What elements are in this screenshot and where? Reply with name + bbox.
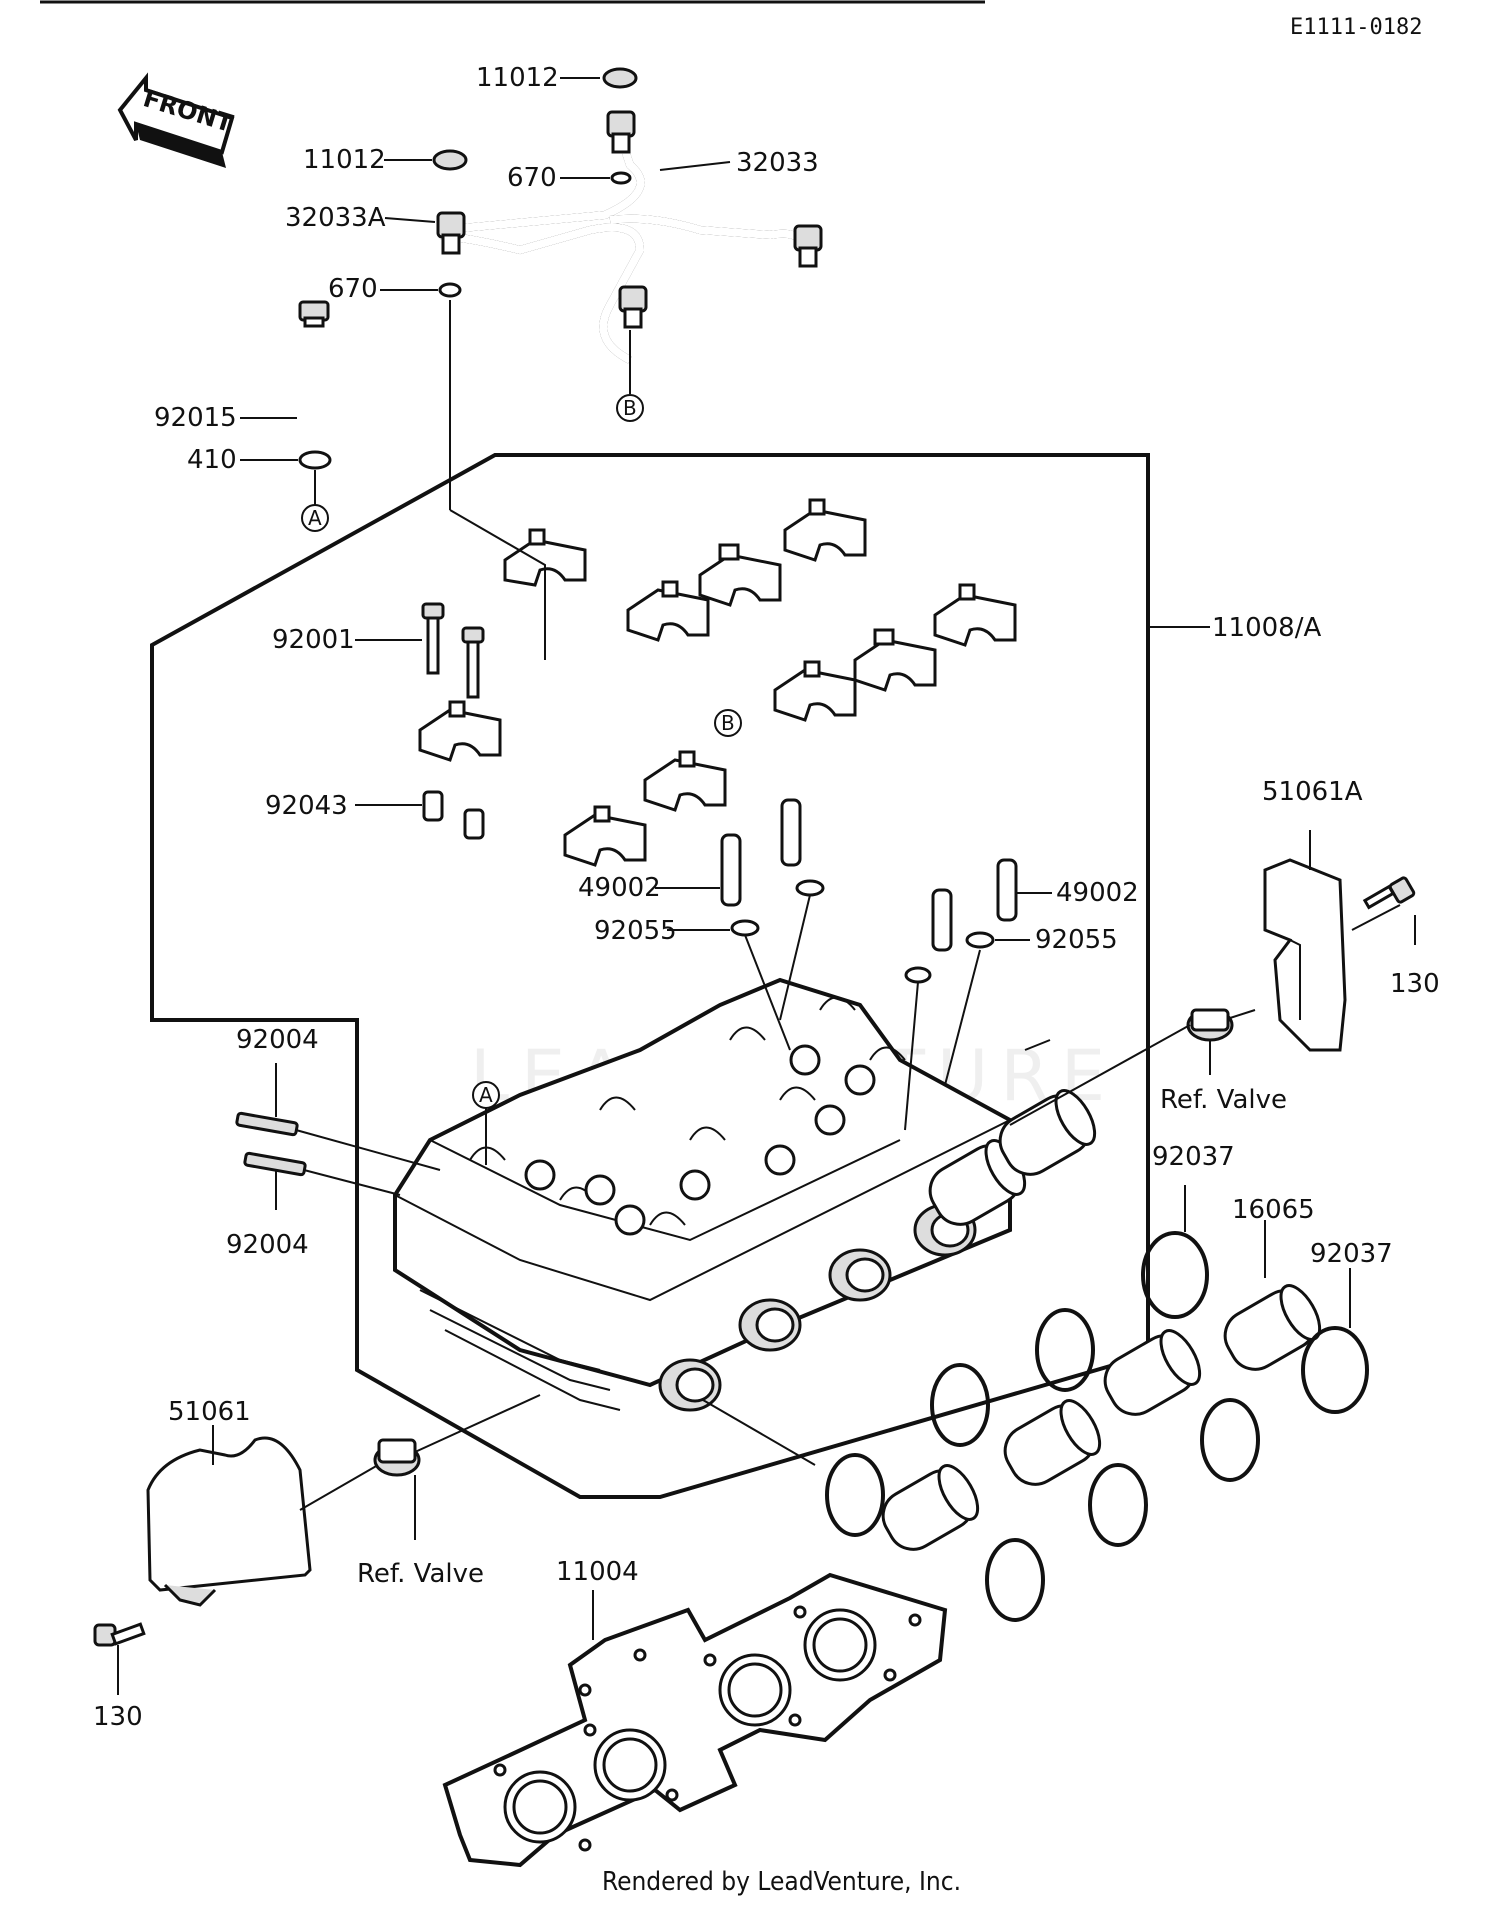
label-32033A: 32033A [285,203,386,233]
label-92001: 92001 [272,625,355,655]
studs-92004 [235,1111,307,1177]
dowel-92043-a [422,790,444,822]
label-92055-left: 92055 [594,916,677,946]
ref-valve-left [373,1438,421,1477]
marker-a-top: A [301,504,329,532]
label-11012-left: 11012 [303,145,386,175]
cover-51061 [146,1436,312,1607]
label-92043: 92043 [265,791,348,821]
bolts-92001 [421,602,485,699]
label-130-right: 130 [1390,969,1440,999]
diagram-code: E1111-0182 [1290,15,1422,40]
svg-text:A: A [308,506,322,530]
bolt-130-right [1362,876,1416,910]
cover-51061A [1263,858,1347,1052]
label-92004-top: 92004 [236,1025,319,1055]
svg-text:B: B [721,711,735,735]
cap-11012-left [432,149,468,171]
footer-credit: Rendered by LeadVenture, Inc. [602,1867,961,1897]
clamps-92037 [825,1231,1369,1622]
svg-text:B: B [623,396,637,420]
front-arrow-icon: FRONT [117,72,237,168]
bolt-130-left [93,1622,146,1647]
label-16065: 16065 [1232,1195,1315,1225]
cylinder-head-group-outline [150,453,1150,1499]
label-ref-valve-right: Ref. Valve [1160,1085,1287,1115]
plug-92015 [298,300,330,328]
ref-valve-right [1186,1008,1234,1042]
marker-a-mid: A [472,1081,500,1109]
marker-b-mid: B [714,709,742,737]
washer-670-left [438,282,462,298]
label-670-left: 670 [328,274,378,304]
leader-lines [117,77,1416,1695]
label-410: 410 [187,445,237,475]
svg-text:A: A [479,1083,493,1107]
label-11012-top: 11012 [476,63,559,93]
label-92055-right: 92055 [1035,925,1118,955]
oil-pipe-32033 [436,110,823,364]
label-130-left: 130 [93,1702,143,1732]
label-ref-valve-left: Ref. Valve [357,1559,484,1589]
valve-guides-49002 [720,798,1018,952]
marker-b-top: B [616,394,644,422]
cylinder-head-body [393,977,1012,1412]
label-49002-left: 49002 [578,873,661,903]
label-51061A: 51061A [1262,777,1363,807]
washer-670-top [610,171,632,185]
valve-seals-92055 [730,879,995,984]
label-51061: 51061 [168,1397,251,1427]
intake-holders-16065 [881,1089,1322,1551]
label-670-top: 670 [507,163,557,193]
label-11008A: 11008/A [1212,613,1321,643]
head-gasket-11004 [442,1572,948,1868]
dowel-92043-b [463,808,485,840]
label-92015: 92015 [154,403,237,433]
label-92037-right: 92037 [1310,1239,1393,1269]
label-32033: 32033 [736,148,819,178]
washer-410 [298,450,332,470]
label-92004-bottom: 92004 [226,1230,309,1260]
label-49002-right: 49002 [1056,878,1139,908]
label-92037-left: 92037 [1152,1142,1235,1172]
cap-11012-top [602,67,638,89]
label-11004: 11004 [556,1557,639,1587]
camshaft-caps [418,498,1017,867]
